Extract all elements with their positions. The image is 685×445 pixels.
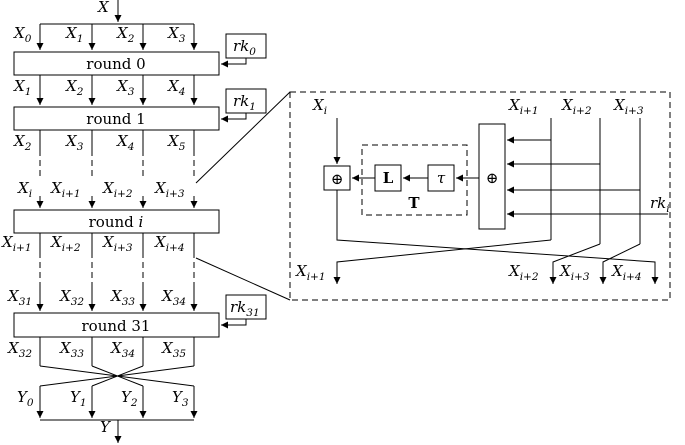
rk0-box bbox=[225, 33, 267, 59]
rki-label: rki bbox=[650, 194, 670, 215]
round0-box bbox=[13, 51, 220, 76]
svg-text:Xi+2: Xi+2 bbox=[561, 96, 592, 117]
input-x-label: X bbox=[97, 0, 110, 16]
rk31-arrow bbox=[221, 319, 247, 329]
roundi-input-labels: Xi Xi+1 Xi+2 Xi+3 bbox=[17, 179, 185, 200]
rk0-arrow bbox=[221, 58, 247, 68]
svg-text:Xi: Xi bbox=[312, 96, 327, 117]
svg-text:X32: X32 bbox=[59, 287, 84, 308]
round1-to-roundi-dashed bbox=[39, 130, 195, 176]
rk1-label: rk1 bbox=[233, 92, 256, 113]
svg-text:X31: X31 bbox=[7, 287, 32, 308]
round0-input-3: X3 bbox=[167, 24, 186, 45]
reverse-crossing bbox=[36, 337, 198, 418]
svg-text:Xi+2: Xi+2 bbox=[50, 233, 81, 254]
svg-text:X34: X34 bbox=[110, 339, 135, 360]
final-output-labels: Y0 Y1 Y2 Y3 bbox=[17, 388, 189, 409]
svg-text:X33: X33 bbox=[59, 339, 84, 360]
roundi-output-labels: Xi+1 Xi+2 Xi+3 Xi+4 bbox=[1, 233, 185, 254]
round-detail-panel bbox=[289, 91, 671, 301]
output-y-label: Y bbox=[100, 418, 112, 436]
l-label: L bbox=[383, 169, 394, 187]
svg-text:X33: X33 bbox=[110, 287, 135, 308]
svg-text:Xi: Xi bbox=[17, 179, 32, 200]
roundi-box bbox=[13, 209, 220, 234]
rk31-label: rk31 bbox=[230, 298, 260, 319]
svg-text:X3: X3 bbox=[116, 77, 135, 98]
svg-text:Xi+2: Xi+2 bbox=[508, 262, 539, 283]
svg-text:X32: X32 bbox=[7, 339, 32, 360]
round1-output-labels: X2 X3 X4 X5 bbox=[13, 132, 186, 153]
round0-label: round 0 bbox=[86, 55, 145, 73]
svg-text:Xi+4: Xi+4 bbox=[611, 262, 642, 283]
zoom-connector-top bbox=[195, 91, 291, 184]
svg-text:Xi+3: Xi+3 bbox=[613, 96, 644, 117]
xi1-to-output bbox=[333, 239, 552, 284]
svg-text:X4: X4 bbox=[167, 77, 185, 98]
big-xor-symbol: ⊕ bbox=[486, 169, 499, 187]
l-box bbox=[374, 164, 402, 192]
tau-box bbox=[427, 164, 455, 192]
svg-text:X34: X34 bbox=[161, 287, 186, 308]
t-transform-group bbox=[361, 144, 468, 216]
round0-to-round1-arrows bbox=[36, 75, 198, 105]
rk1-box bbox=[225, 88, 267, 114]
svg-text:Y2: Y2 bbox=[121, 388, 138, 409]
round0-output-labels: X1 X2 X3 X4 bbox=[13, 77, 185, 98]
rk1-arrow bbox=[221, 113, 247, 123]
tau-label: τ bbox=[437, 169, 446, 187]
round31-input-arrows bbox=[36, 283, 198, 311]
zoom-connector-bottom bbox=[195, 257, 291, 301]
svg-text:X3: X3 bbox=[65, 132, 84, 153]
round31-box bbox=[13, 312, 220, 338]
detail-input-labels: Xi Xi+1 Xi+2 Xi+3 bbox=[312, 96, 644, 117]
round1-box bbox=[13, 106, 220, 131]
round0-input-0: X0 bbox=[13, 24, 32, 45]
round0-input-1: X1 bbox=[65, 24, 83, 45]
round0-input-arrows bbox=[36, 24, 198, 50]
round1-label: round 1 bbox=[86, 110, 145, 128]
round0-input-labels: X0 X1 X2 X3 bbox=[13, 24, 186, 45]
svg-text:Y0: Y0 bbox=[17, 388, 34, 409]
left-xor-symbol: ⊕ bbox=[331, 170, 344, 188]
big-xor-box bbox=[478, 123, 506, 230]
svg-text:X5: X5 bbox=[167, 132, 186, 153]
xi2-to-output bbox=[549, 243, 601, 284]
left-xor-to-xi4 bbox=[336, 190, 659, 284]
t-label: T bbox=[408, 194, 420, 212]
roundi-label: round i bbox=[89, 213, 144, 231]
round31-label: round 31 bbox=[82, 317, 151, 335]
svg-text:Xi+2: Xi+2 bbox=[102, 179, 133, 200]
detail-output-labels: Xi+1 Xi+2 Xi+3 Xi+4 bbox=[295, 262, 642, 283]
svg-text:X35: X35 bbox=[161, 339, 186, 360]
svg-text:Xi+3: Xi+3 bbox=[154, 179, 185, 200]
round0-input-2: X2 bbox=[116, 24, 135, 45]
svg-text:X2: X2 bbox=[65, 77, 84, 98]
svg-text:Xi+1: Xi+1 bbox=[295, 262, 326, 283]
svg-text:Xi+1: Xi+1 bbox=[508, 96, 539, 117]
svg-text:X1: X1 bbox=[13, 77, 31, 98]
round31-output-labels: X32 X33 X34 X35 bbox=[7, 339, 186, 360]
rk0-label: rk0 bbox=[233, 37, 256, 58]
svg-text:Y3: Y3 bbox=[172, 388, 189, 409]
svg-text:X4: X4 bbox=[116, 132, 134, 153]
svg-text:Xi+3: Xi+3 bbox=[559, 262, 590, 283]
svg-text:Xi+1: Xi+1 bbox=[1, 233, 32, 254]
svg-text:Y1: Y1 bbox=[70, 388, 87, 409]
roundi-input-arrows bbox=[36, 196, 198, 208]
roundi-to-round31-dashed bbox=[39, 233, 195, 283]
xi3-to-output bbox=[599, 243, 641, 284]
svg-text:Xi+3: Xi+3 bbox=[102, 233, 133, 254]
round31-input-labels: X31 X32 X33 X34 bbox=[7, 287, 186, 308]
svg-text:Xi+4: Xi+4 bbox=[154, 233, 185, 254]
svg-text:Xi+1: Xi+1 bbox=[50, 179, 81, 200]
svg-text:X2: X2 bbox=[13, 132, 32, 153]
